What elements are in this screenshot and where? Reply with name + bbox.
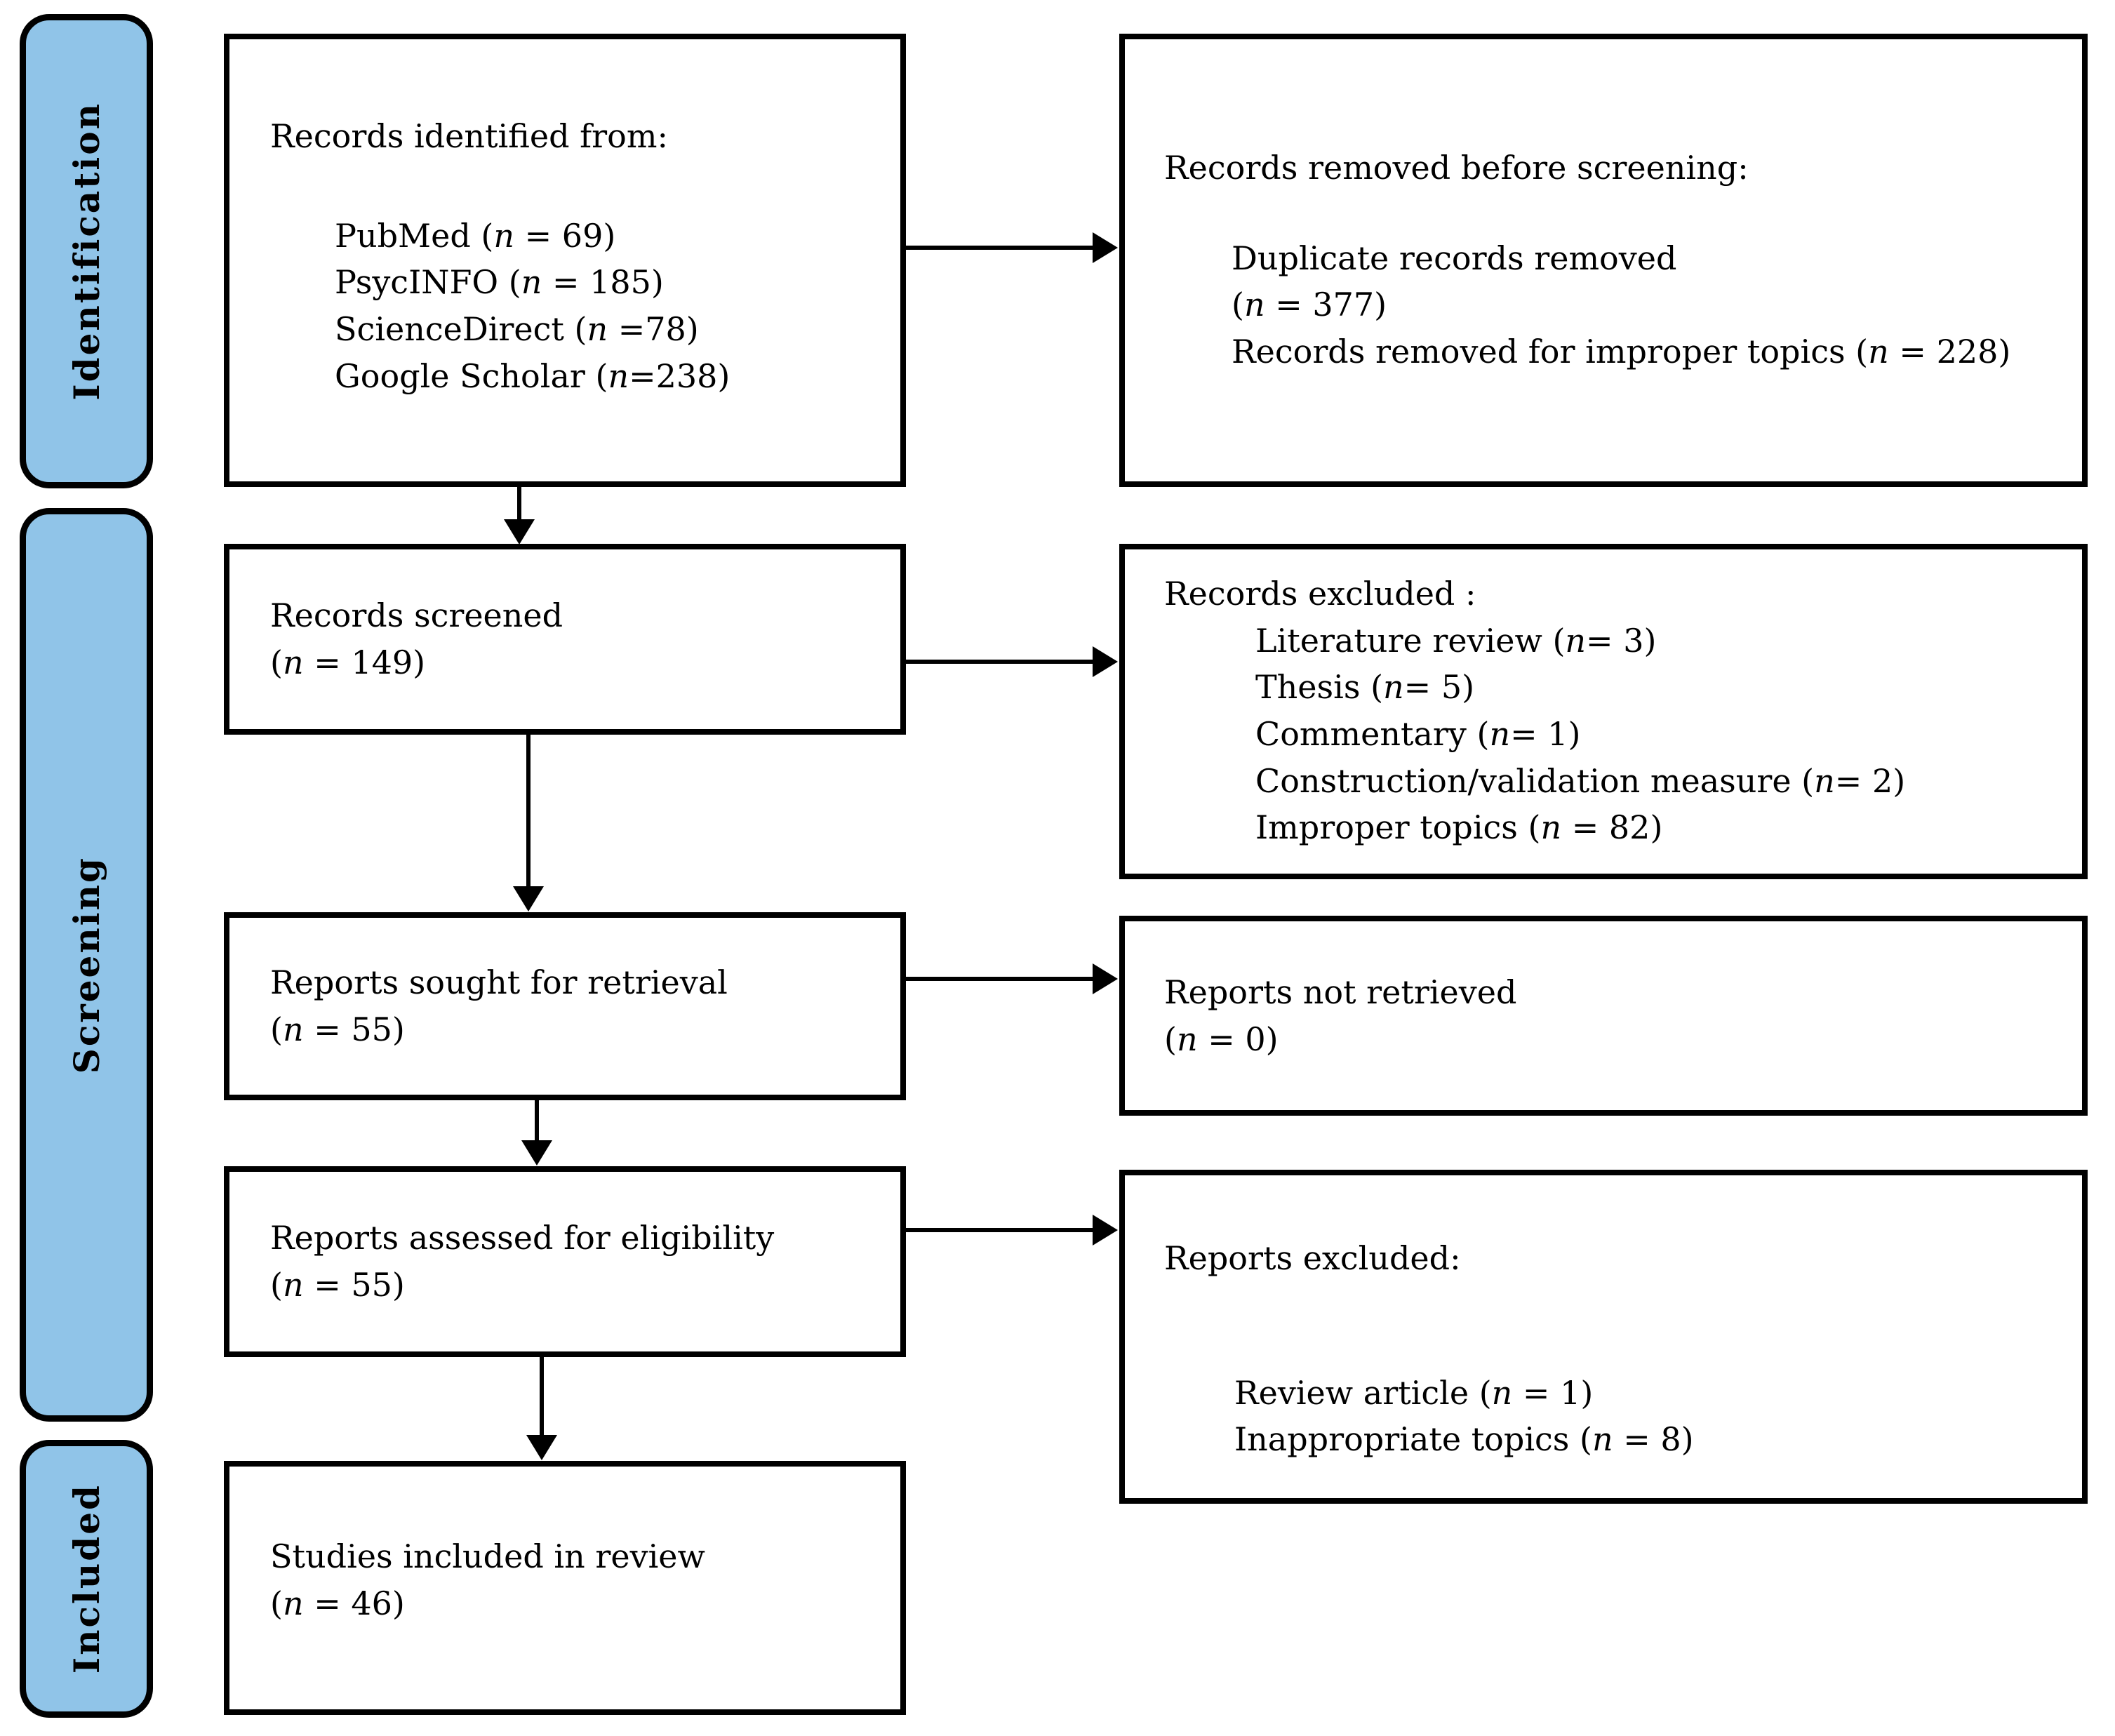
arrowhead-down-icon <box>526 1435 557 1460</box>
records-removed-title: Records removed before screening: <box>1164 149 1749 187</box>
arrow-sought-to-not-retrieved <box>905 963 1118 994</box>
reports-not-retrieved-count: (n = 0) <box>1164 1020 1279 1058</box>
box-reports-not-retrieved: Reports not retrieved (n = 0) <box>1119 916 2088 1116</box>
source-psycinfo: PsycINFO (n = 185) <box>335 263 664 302</box>
reports-sought-label: Reports sought for retrieval <box>270 963 728 1002</box>
box-reports-sought: Reports sought for retrieval (n = 55) <box>224 912 906 1100</box>
records-screened-count: (n = 149) <box>270 643 426 681</box>
stage-included-label: Included <box>65 1483 107 1674</box>
box-records-identified: Records identified from: PubMed (n = 69)… <box>224 34 906 487</box>
duplicate-records-count: (n = 377) <box>1232 286 1387 324</box>
arrow-identified-to-screened <box>504 487 535 545</box>
box-records-excluded: Records excluded : Literature review (n=… <box>1119 544 2088 879</box>
box-records-removed-before-screening: Records removed before screening: Duplic… <box>1119 34 2088 487</box>
arrowhead-down-icon <box>513 886 544 912</box>
arrow-identified-to-removed <box>905 232 1118 263</box>
source-sciencedirect: ScienceDirect (n =78) <box>335 310 699 349</box>
excluded-improper-topics: Improper topics (n = 82) <box>1255 808 1663 847</box>
studies-included-label: Studies included in review <box>270 1537 705 1575</box>
arrow-assessed-to-reports-excluded <box>905 1215 1118 1246</box>
arrow-screened-to-sought <box>513 735 544 912</box>
box-records-screened: Records screened (n = 149) <box>224 544 906 735</box>
duplicate-records-removed: Duplicate records removed <box>1232 239 1677 277</box>
arrow-assessed-to-included <box>526 1356 557 1460</box>
records-excluded-list: Literature review (n= 3) Thesis (n= 5) C… <box>1255 617 2061 851</box>
source-pubmed: PubMed (n = 69) <box>335 216 616 255</box>
stage-screening: Screening <box>20 508 153 1422</box>
reports-sought-count: (n = 55) <box>270 1010 405 1048</box>
arrowhead-down-icon <box>521 1140 552 1166</box>
records-excluded-title: Records excluded : <box>1164 575 1476 613</box>
box-reports-excluded: Reports excluded: Review article (n = 1)… <box>1119 1170 2088 1504</box>
records-removed-list: Duplicate records removed (n = 377) Reco… <box>1232 235 2061 375</box>
stage-included: Included <box>20 1440 153 1718</box>
reports-excluded-list: Review article (n = 1) Inappropriate top… <box>1234 1370 2061 1463</box>
arrowhead-right-icon <box>1093 1215 1118 1246</box>
improper-topics-removed: Records removed for improper topics (n =… <box>1232 333 2011 371</box>
reports-assessed-count: (n = 55) <box>270 1266 405 1304</box>
arrowhead-right-icon <box>1093 963 1118 994</box>
reports-not-retrieved-label: Reports not retrieved <box>1164 973 1517 1011</box>
excluded-review-article: Review article (n = 1) <box>1234 1373 1594 1412</box>
studies-included-count: (n = 46) <box>270 1584 405 1622</box>
box-studies-included: Studies included in review (n = 46) <box>224 1461 906 1715</box>
records-identified-list: PubMed (n = 69) PsycINFO (n = 185) Scien… <box>335 213 879 400</box>
excluded-thesis: Thesis (n= 5) <box>1255 668 1475 707</box>
arrowhead-right-icon <box>1093 232 1118 263</box>
arrow-sought-to-assessed <box>521 1100 552 1166</box>
stage-identification-label: Identification <box>65 102 107 401</box>
excluded-literature-review: Literature review (n= 3) <box>1255 621 1657 660</box>
records-screened-label: Records screened <box>270 596 563 635</box>
stage-screening-label: Screening <box>65 855 107 1074</box>
arrow-screened-to-excluded <box>905 646 1118 677</box>
arrowhead-down-icon <box>504 519 535 545</box>
excluded-construction-validation: Construction/validation measure (n= 2) <box>1255 761 1906 800</box>
reports-excluded-title: Reports excluded: <box>1164 1239 1461 1277</box>
excluded-inappropriate-topics: Inappropriate topics (n = 8) <box>1234 1420 1694 1459</box>
reports-assessed-label: Reports assessed for eligibility <box>270 1219 775 1257</box>
records-identified-title: Records identified from: <box>270 117 668 155</box>
source-google-scholar: Google Scholar (n=238) <box>335 356 730 395</box>
stage-identification: Identification <box>20 14 153 488</box>
arrowhead-right-icon <box>1093 646 1118 677</box>
excluded-commentary: Commentary (n= 1) <box>1255 715 1581 754</box>
box-reports-assessed: Reports assessed for eligibility (n = 55… <box>224 1166 906 1357</box>
